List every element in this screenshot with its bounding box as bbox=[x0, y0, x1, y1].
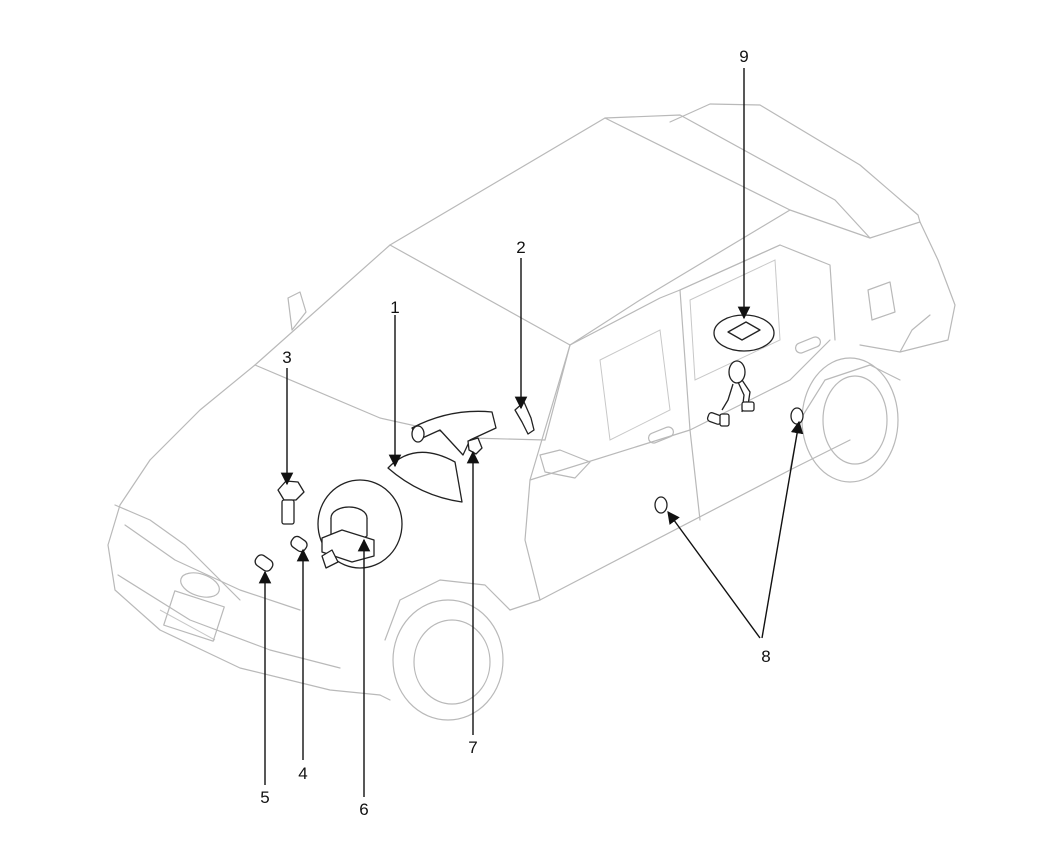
component-8-door-sensor-front bbox=[654, 496, 668, 514]
callout-3: 3 bbox=[282, 348, 291, 367]
callout-2: 2 bbox=[516, 238, 525, 257]
leader-lines bbox=[258, 68, 804, 797]
callout-4: 4 bbox=[298, 764, 307, 783]
leader-8a bbox=[667, 510, 761, 639]
component-dash-bracket bbox=[411, 410, 497, 456]
component-1-passenger-airbag bbox=[387, 451, 463, 503]
component-3-mounting-bolt bbox=[277, 480, 305, 525]
callout-6: 6 bbox=[359, 800, 368, 819]
callout-8: 8 bbox=[761, 647, 770, 666]
callout-5: 5 bbox=[260, 788, 269, 807]
callout-1: 1 bbox=[390, 298, 399, 317]
callout-labels: 1 2 3 4 5 6 7 8 9 bbox=[260, 47, 770, 819]
component-4-impact-sensor bbox=[290, 535, 308, 553]
component-2-pillar-sensor bbox=[514, 401, 535, 435]
callout-9: 9 bbox=[739, 47, 748, 66]
component-7-side-sensor bbox=[467, 437, 483, 455]
component-5-impact-sensor bbox=[254, 554, 274, 572]
car-outline bbox=[107, 103, 956, 721]
leader-8b bbox=[761, 420, 804, 639]
component-9-control-module bbox=[706, 314, 775, 427]
component-6-steering-airbag-assembly bbox=[317, 479, 403, 569]
component-8-door-sensor-rear bbox=[790, 407, 804, 425]
callout-7: 7 bbox=[468, 738, 477, 757]
